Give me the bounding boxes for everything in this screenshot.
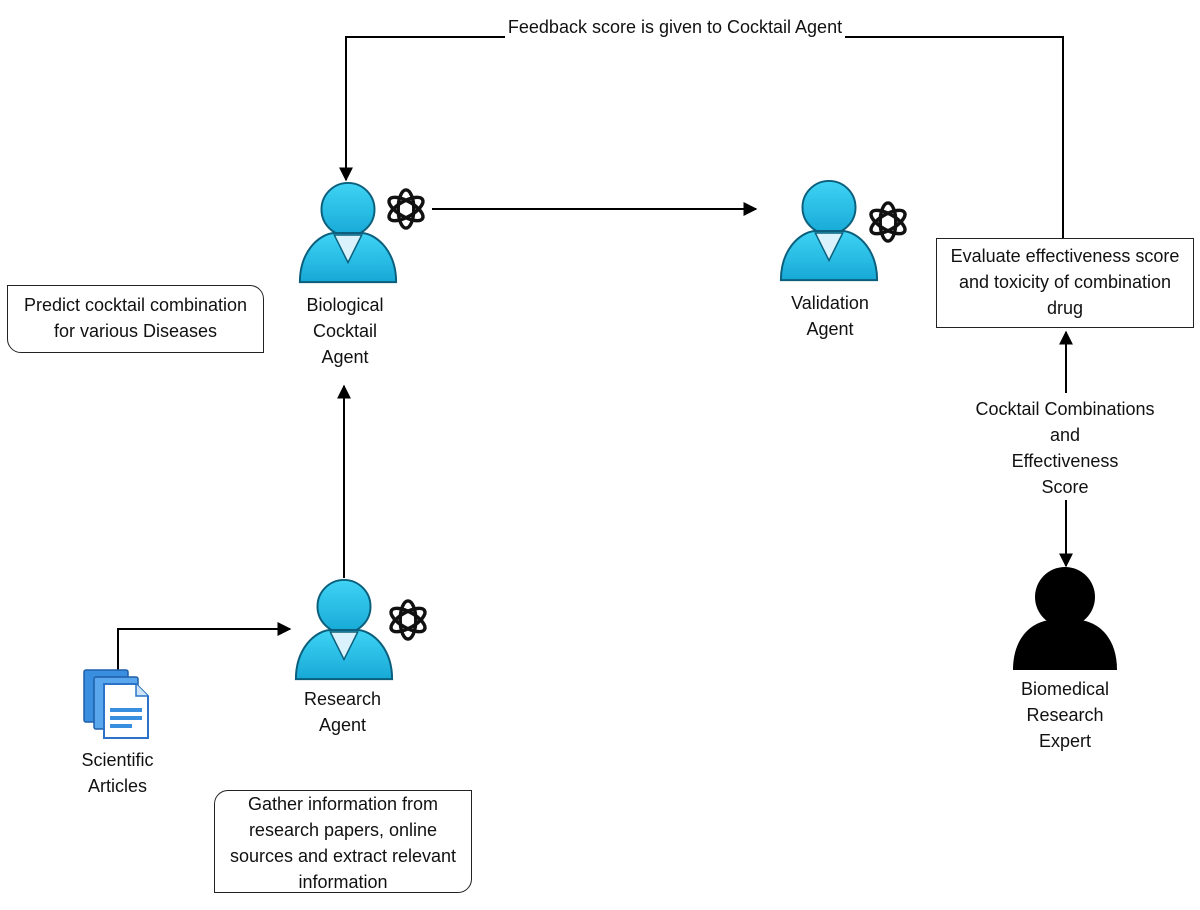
biological-agent-label: Biological Cocktail Agent xyxy=(306,295,384,367)
research-agent-icon xyxy=(294,578,394,681)
feedback-edge xyxy=(845,36,1064,238)
articles-to-research-edge xyxy=(117,622,292,675)
biomedical-expert-label: Biomedical Research Expert xyxy=(1020,679,1110,751)
combinations-edge-label: Cocktail Combinations and Effectiveness … xyxy=(966,396,1164,500)
gather-note: Gather information from research papers,… xyxy=(214,790,472,893)
scientific-articles-label: Scientific Articles xyxy=(81,750,154,796)
openai-logo-icon xyxy=(865,201,911,243)
feedback-edge-label: Feedback score is given to Cocktail Agen… xyxy=(505,14,845,40)
openai-logo-icon xyxy=(383,188,429,230)
predict-note: Predict cocktail combination for various… xyxy=(7,285,264,353)
document-stack-icon xyxy=(83,669,149,739)
openai-logo-icon xyxy=(385,599,431,641)
feedback-edge-tail xyxy=(339,36,505,182)
research-agent-label: Research Agent xyxy=(303,689,382,735)
validation-agent-label: Validation Agent xyxy=(791,293,869,339)
biological-agent-icon xyxy=(298,181,398,284)
person-silhouette-icon xyxy=(1013,567,1117,670)
evaluate-note: Evaluate effectiveness score and toxicit… xyxy=(936,238,1194,328)
validation-agent-icon xyxy=(779,179,879,282)
